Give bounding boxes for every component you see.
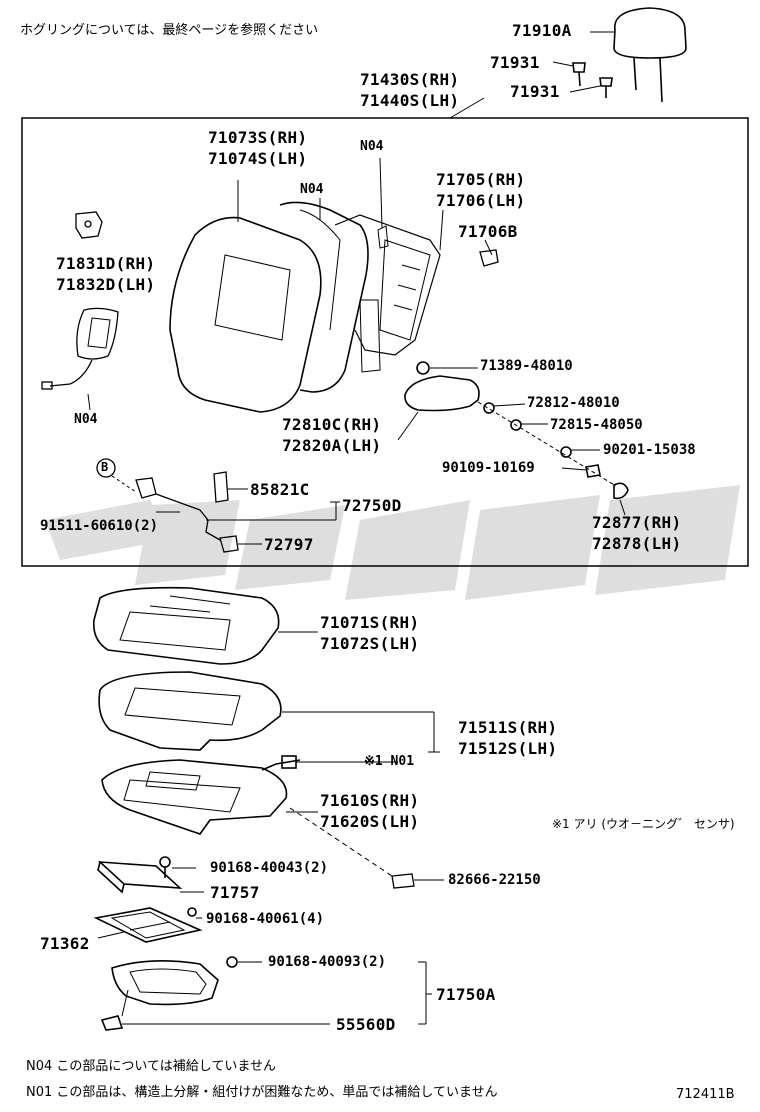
part-label-91511-60610[interactable]: 91511-60610(2) [40, 518, 159, 534]
part-label-71389-48010[interactable]: 71389-48010 [480, 358, 573, 374]
tray-cover-illustration [97, 856, 183, 894]
part-label-71512S[interactable]: 71512S(LH) [458, 739, 558, 758]
footnote-n01: N01 この部品は、構造上分解・組付けが困難なため、単品では補給していません [26, 1085, 498, 1100]
part-label-71706[interactable]: 71706(LH) [436, 191, 526, 210]
part-label-72877[interactable]: 72877(RH) [592, 513, 682, 532]
part-label-90168-40061[interactable]: 90168-40061(4) [206, 911, 325, 927]
part-label-90168-40093[interactable]: 90168-40093(2) [268, 954, 387, 970]
part-label-90168-40043[interactable]: 90168-40043(2) [210, 860, 329, 876]
footnote-n04: N04 この部品については補給していません [26, 1059, 276, 1074]
part-label-55560D[interactable]: 55560D [336, 1015, 396, 1034]
seatback-illustration [169, 201, 441, 413]
cushion-pad-illustration [98, 671, 282, 751]
header-note: ホグリングについては、最終ページを参照ください [20, 23, 319, 38]
frame-clip-illustration [479, 249, 499, 267]
part-label-71362[interactable]: 71362 [40, 934, 90, 953]
part-label-72812-48010[interactable]: 72812-48010 [527, 395, 620, 411]
tag-n04-left: N04 [74, 412, 98, 427]
part-label-72820A[interactable]: 72820A(LH) [282, 436, 382, 455]
watermark-shape [45, 485, 740, 600]
part-label-90201-15038[interactable]: 90201-15038 [603, 442, 696, 458]
part-label-71511S[interactable]: 71511S(RH) [458, 718, 558, 737]
part-label-71071S[interactable]: 71071S(RH) [320, 613, 420, 632]
cushion-frame-illustration [101, 755, 301, 835]
part-label-71610S[interactable]: 71610S(RH) [320, 791, 420, 810]
tag-n04-top: N04 [360, 139, 384, 154]
part-label-71430S[interactable]: 71430S(RH) [360, 70, 460, 89]
part-label-71931-a[interactable]: 71931 [490, 53, 540, 72]
tag-sensor-n01: ※1 N01 [364, 754, 415, 769]
part-label-82666-22150[interactable]: 82666-22150 [448, 872, 541, 888]
part-label-71910A[interactable]: 71910A [512, 21, 572, 40]
part-label-71931-b[interactable]: 71931 [510, 82, 560, 101]
sensor-unit-illustration [391, 873, 415, 889]
cushion-cover-illustration [92, 586, 280, 665]
part-label-72810C[interactable]: 72810C(RH) [282, 415, 382, 434]
part-label-71072S[interactable]: 71072S(LH) [320, 634, 420, 653]
part-label-71750A[interactable]: 71750A [436, 985, 496, 1004]
part-label-71706B[interactable]: 71706B [458, 222, 518, 241]
assembly-frame [21, 117, 749, 567]
armrest-illustration [404, 361, 629, 500]
part-label-71073S[interactable]: 71073S(RH) [208, 128, 308, 147]
sensor-note: ※1 アリ (ウオ－ニング゛ センサ) [552, 817, 735, 831]
part-label-85821C[interactable]: 85821C [250, 480, 310, 499]
part-label-71757[interactable]: 71757 [210, 883, 260, 902]
part-label-72878[interactable]: 72878(LH) [592, 534, 682, 553]
part-label-71440S[interactable]: 71440S(LH) [360, 91, 460, 110]
tag-n04-mid: N04 [300, 182, 324, 197]
marker-b: B [101, 460, 109, 474]
headrest-illustration [572, 7, 687, 103]
part-label-72797[interactable]: 72797 [264, 535, 314, 554]
part-label-90109-10169[interactable]: 90109-10169 [442, 460, 535, 476]
tray-frame-illustration [93, 907, 203, 943]
part-label-72750D[interactable]: 72750D [342, 496, 402, 515]
part-label-71831D[interactable]: 71831D(RH) [56, 254, 156, 273]
figure-id: 712411B [676, 1087, 735, 1102]
part-label-71832D[interactable]: 71832D(LH) [56, 275, 156, 294]
part-label-71620S[interactable]: 71620S(LH) [320, 812, 420, 831]
tray-assembly-illustration [100, 956, 238, 1031]
bracket-illustration [41, 211, 119, 390]
part-label-71705[interactable]: 71705(RH) [436, 170, 526, 189]
part-label-71074S[interactable]: 71074S(LH) [208, 149, 308, 168]
part-label-72815-48050[interactable]: 72815-48050 [550, 417, 643, 433]
